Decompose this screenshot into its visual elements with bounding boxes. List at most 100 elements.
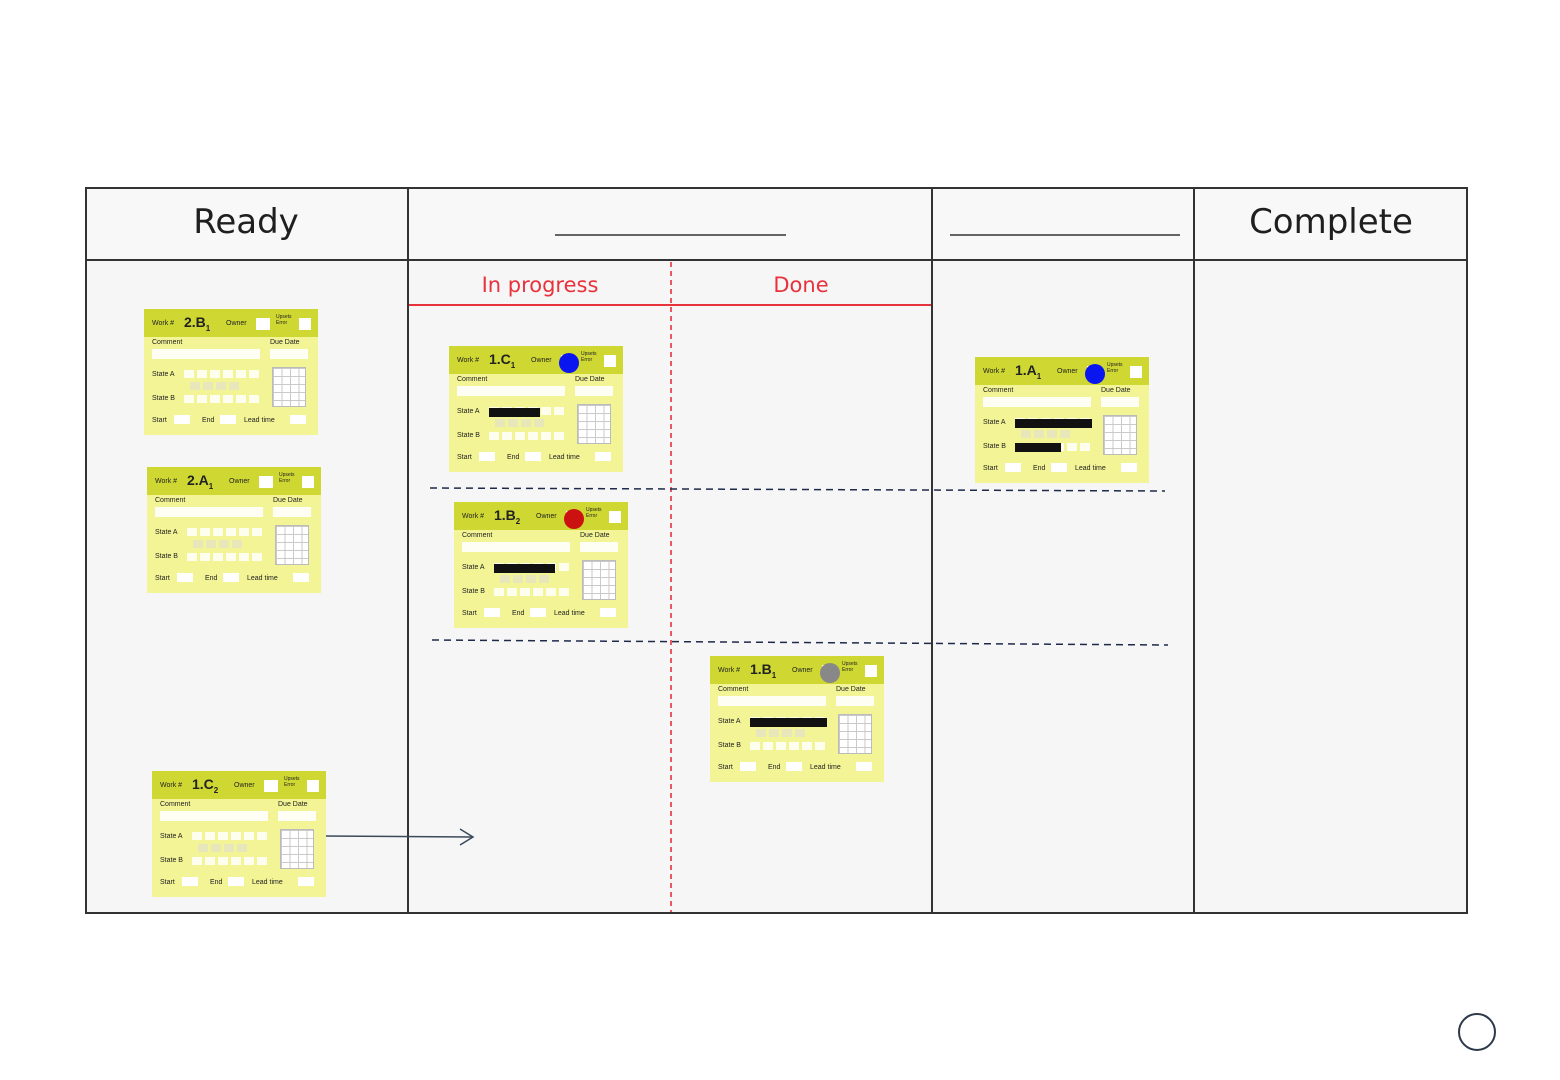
state-b-cells[interactable] [187, 553, 262, 561]
lead-time-field[interactable] [298, 877, 314, 886]
upsets-label: Upsets Error [276, 314, 292, 326]
end-field[interactable] [525, 452, 541, 461]
start-field[interactable] [740, 762, 756, 771]
state-b-label: State B [155, 553, 178, 560]
work-id: 1.B2 [494, 507, 521, 526]
owner-field[interactable] [256, 318, 270, 330]
start-label: Start [457, 454, 472, 461]
owner-field[interactable] [264, 780, 278, 792]
lead-time-label: Lead time [810, 764, 841, 771]
work-card-2-b1[interactable]: Work # 2.B1 Owner Upsets Error Comment D… [144, 309, 318, 435]
work-card-1-b2[interactable]: Work # 1.B2 Owner Upsets Error Comment D… [454, 502, 628, 628]
lead-time-field[interactable] [600, 608, 616, 617]
state-b-cells[interactable] [489, 432, 564, 440]
work-card-1-c1[interactable]: Work # 1.C1 Owner Upsets Error Comment D… [449, 346, 623, 472]
upsets-field[interactable] [299, 318, 311, 330]
end-label: End [1033, 465, 1046, 472]
card-header [152, 771, 326, 799]
arrow-head-icon [459, 828, 475, 846]
upsets-label: Upsets Error [279, 472, 295, 484]
owner-label: Owner [792, 667, 813, 674]
state-b-cells[interactable] [494, 588, 569, 596]
due-date-field[interactable] [836, 696, 874, 706]
due-date-field[interactable] [273, 507, 311, 517]
tally-grid[interactable] [272, 367, 306, 407]
comment-label: Comment [718, 686, 749, 693]
lead-time-field[interactable] [856, 762, 872, 771]
state-a-cells[interactable] [184, 370, 259, 378]
upsets-field[interactable] [1130, 366, 1142, 378]
lead-time-field[interactable] [595, 452, 611, 461]
owner-field[interactable] [259, 476, 273, 488]
start-field[interactable] [484, 608, 500, 617]
work-card-1-c2[interactable]: Work # 1.C2 Owner Upsets Error Comment D… [152, 771, 326, 897]
owner-marker-icon[interactable] [564, 509, 584, 529]
tally-grid[interactable] [1103, 415, 1137, 455]
work-label: Work # [457, 357, 480, 364]
state-a-label: State A [718, 718, 741, 725]
comment-field[interactable] [152, 349, 260, 359]
owner-marker-icon[interactable] [1085, 364, 1105, 384]
state-b-cells[interactable] [184, 395, 259, 403]
work-label: Work # [462, 513, 485, 520]
due-date-field[interactable] [1101, 397, 1139, 407]
end-field[interactable] [223, 573, 239, 582]
state-b-cells[interactable] [192, 857, 267, 865]
due-date-label: Due Date [273, 497, 303, 504]
lead-time-field[interactable] [1121, 463, 1137, 472]
end-field[interactable] [228, 877, 244, 886]
comment-label: Comment [462, 532, 493, 539]
due-date-field[interactable] [270, 349, 308, 359]
tally-grid[interactable] [838, 714, 872, 754]
state-a-cells[interactable] [187, 528, 262, 536]
comment-field[interactable] [160, 811, 268, 821]
work-card-2-a1[interactable]: Work # 2.A1 Owner Upsets Error Comment D… [147, 467, 321, 593]
comment-field[interactable] [983, 397, 1091, 407]
start-label: Start [152, 417, 167, 424]
comment-field[interactable] [155, 507, 263, 517]
state-b-label: State B [160, 857, 183, 864]
move-arrow [321, 835, 473, 838]
tally-grid[interactable] [577, 404, 611, 444]
due-date-field[interactable] [580, 542, 618, 552]
end-field[interactable] [1051, 463, 1067, 472]
tally-grid[interactable] [280, 829, 314, 869]
end-field[interactable] [786, 762, 802, 771]
state-a-label: State A [457, 408, 480, 415]
header-row [85, 187, 1468, 261]
start-field[interactable] [479, 452, 495, 461]
start-field[interactable] [177, 573, 193, 582]
upsets-field[interactable] [604, 355, 616, 367]
tally-grid[interactable] [275, 525, 309, 565]
owner-marker-icon[interactable] [559, 353, 579, 373]
owner-label: Owner [1057, 368, 1078, 375]
column-title-ready: Ready [193, 202, 299, 242]
end-field[interactable] [530, 608, 546, 617]
state-b-cells[interactable] [750, 742, 825, 750]
upsets-label: Upsets Error [581, 351, 597, 363]
upsets-field[interactable] [307, 780, 319, 792]
state-a-cells[interactable] [192, 832, 267, 840]
owner-marker-icon[interactable] [820, 663, 840, 683]
comment-field[interactable] [718, 696, 826, 706]
comment-field[interactable] [457, 386, 565, 396]
owner-label: Owner [531, 357, 552, 364]
work-card-1-a1[interactable]: Work # 1.A1 Owner Upsets Error Comment D… [975, 357, 1149, 483]
lead-time-field[interactable] [290, 415, 306, 424]
upsets-field[interactable] [865, 665, 877, 677]
start-field[interactable] [174, 415, 190, 424]
due-date-field[interactable] [278, 811, 316, 821]
column-title-complete: Complete [1249, 202, 1413, 242]
start-field[interactable] [182, 877, 198, 886]
start-field[interactable] [1005, 463, 1021, 472]
upsets-label: Upsets Error [1107, 362, 1123, 374]
end-field[interactable] [220, 415, 236, 424]
circle-button[interactable] [1458, 1013, 1496, 1051]
upsets-field[interactable] [609, 511, 621, 523]
due-date-field[interactable] [575, 386, 613, 396]
work-card-1-b1[interactable]: Work # 1.B1 Owner Upsets Error Comment D… [710, 656, 884, 782]
comment-field[interactable] [462, 542, 570, 552]
lead-time-field[interactable] [293, 573, 309, 582]
upsets-field[interactable] [302, 476, 314, 488]
tally-grid[interactable] [582, 560, 616, 600]
